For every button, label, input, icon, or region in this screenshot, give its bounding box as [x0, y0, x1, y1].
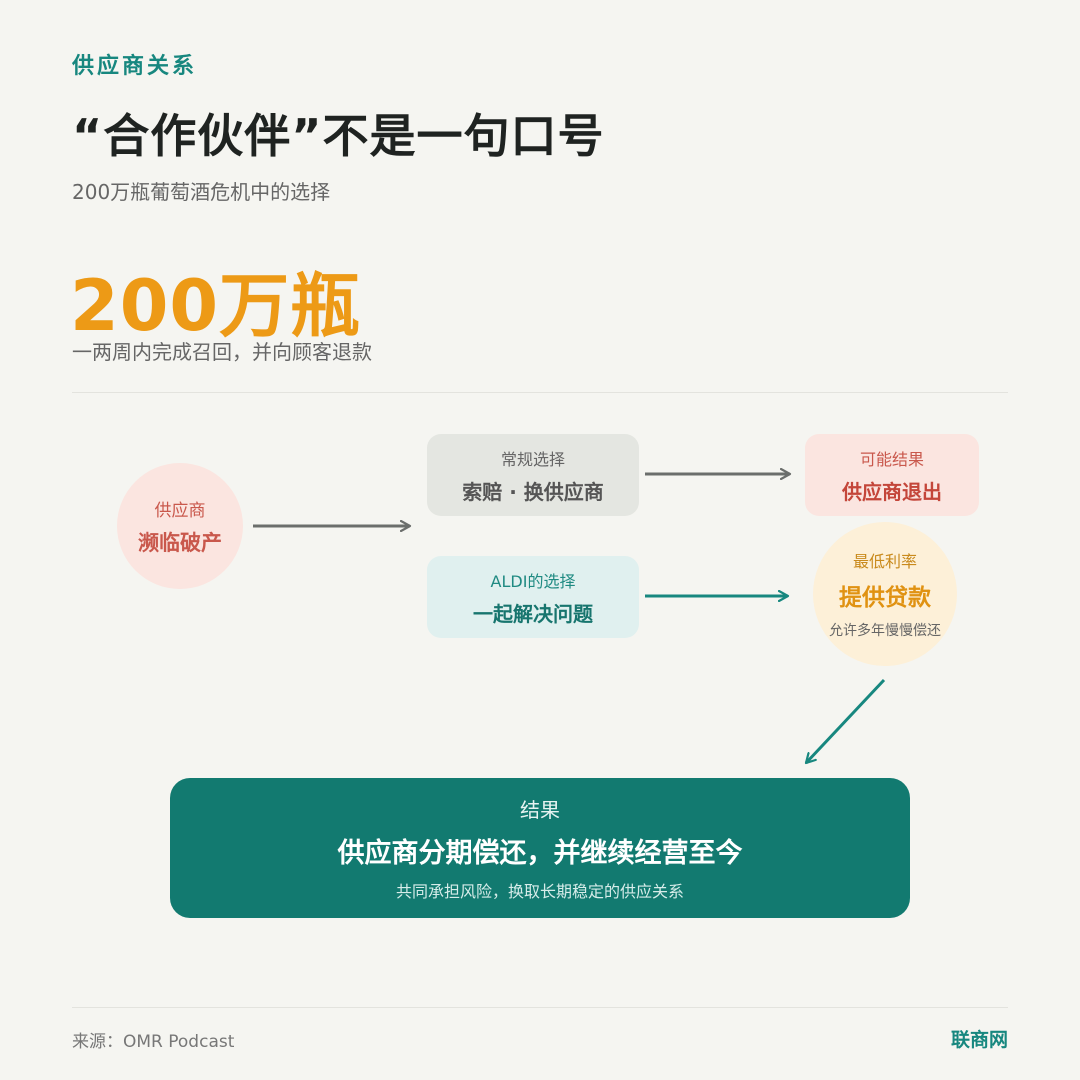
top-divider [72, 392, 1008, 393]
loan-node: 最低利率 提供贷款 允许多年慢慢偿还 [813, 522, 957, 666]
result-box: 结果 供应商分期偿还，并继续经营至今 共同承担风险，换取长期稳定的供应关系 [170, 778, 910, 918]
loan-label: 最低利率 [852, 552, 917, 571]
outcome-label: 可能结果 [859, 449, 924, 469]
normal-choice-title: 索赔 · 换供应商 [462, 479, 604, 504]
bankrupt-label: 供应商 [154, 500, 206, 521]
arrow-loan-to-result [806, 678, 886, 763]
page-title: “合作伙伴”不是一句口号 [72, 109, 605, 163]
section-kicker: 供应商关系 [72, 54, 198, 79]
aldi-choice-label: ALDI的选择 [490, 571, 576, 591]
loan-note: 允许多年慢慢偿还 [829, 623, 941, 639]
aldi-choice-node: ALDI的选择 一起解决问题 [427, 556, 639, 638]
footer-divider [72, 1007, 1008, 1008]
result-note: 共同承担风险，换取长期稳定的供应关系 [395, 882, 684, 901]
loan-title: 提供贷款 [839, 585, 931, 611]
normal-choice-label: 常规选择 [500, 449, 565, 469]
brand-logo: 联商网 [950, 1029, 1008, 1051]
supplier-bankrupt-node: 供应商 濒临破产 [117, 463, 243, 589]
bankrupt-title: 濒临破产 [138, 530, 222, 555]
result-title: 供应商分期偿还，并继续经营至今 [337, 838, 743, 869]
page-subtitle: 200万瓶葡萄酒危机中的选择 [72, 180, 331, 204]
stat-description: 一两周内完成召回，并向顾客退款 [72, 340, 372, 364]
stat-value: 200万瓶 [70, 265, 362, 347]
outcome-title: 供应商退出 [842, 479, 942, 504]
normal-choice-node: 常规选择 索赔 · 换供应商 [427, 434, 639, 516]
result-label: 结果 [520, 798, 560, 822]
possible-outcome-node: 可能结果 供应商退出 [805, 434, 979, 516]
aldi-choice-title: 一起解决问题 [473, 601, 593, 626]
source-credit: 来源：OMR Podcast [72, 1032, 235, 1052]
